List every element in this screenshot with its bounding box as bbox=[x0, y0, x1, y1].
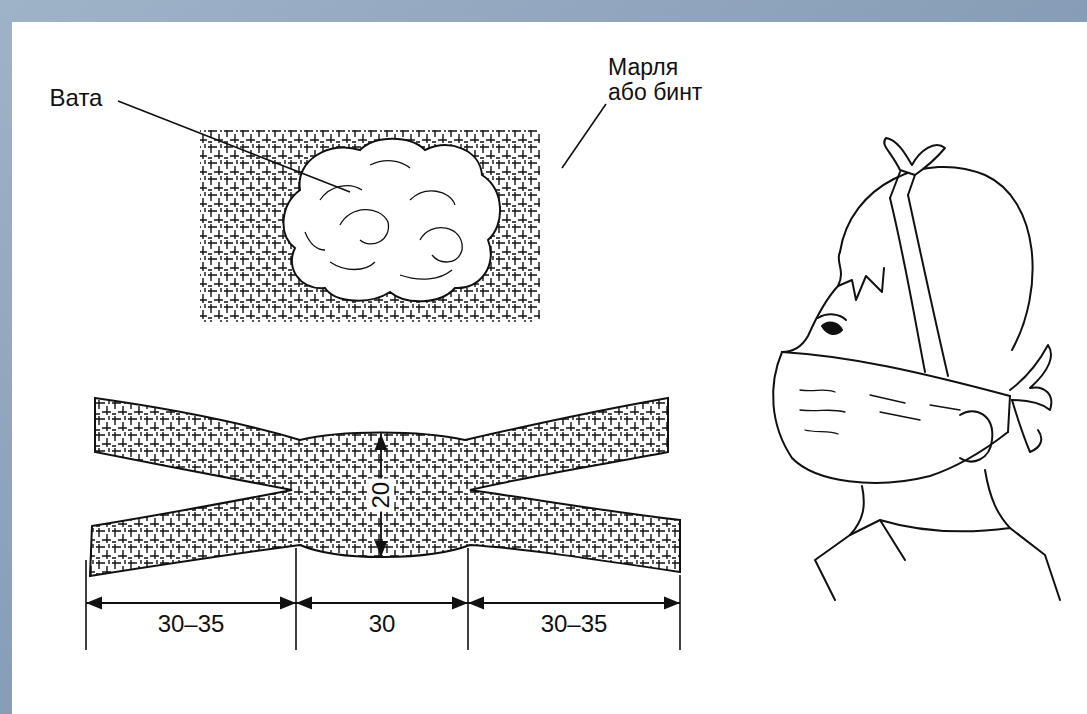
eye bbox=[822, 323, 842, 335]
collar bbox=[815, 520, 1060, 600]
dimension-value: 30 bbox=[369, 611, 396, 637]
back-ribbon bbox=[1012, 400, 1041, 452]
mask-folds bbox=[800, 390, 960, 434]
cotton-texture bbox=[305, 161, 462, 279]
head-figure bbox=[773, 138, 1060, 600]
neck-back bbox=[985, 470, 1010, 528]
mask-back bbox=[1008, 396, 1010, 432]
leader-line bbox=[118, 101, 350, 192]
dimension-lines bbox=[86, 602, 680, 604]
cotton-wool bbox=[284, 139, 501, 302]
mask-top-edge bbox=[782, 352, 1010, 396]
dimension-value: 20 bbox=[368, 479, 394, 512]
eyebrow bbox=[818, 314, 846, 320]
neck-front bbox=[850, 486, 864, 535]
ear bbox=[960, 411, 992, 461]
top-strap bbox=[890, 195, 948, 376]
white-panel bbox=[12, 22, 1087, 714]
dimension-value: 30–35 bbox=[541, 611, 608, 637]
extension-lines bbox=[86, 548, 680, 650]
leader-line bbox=[562, 104, 606, 168]
part-label: Марля або бинт bbox=[608, 55, 712, 106]
top-bow-ends bbox=[890, 172, 915, 198]
hair-fringe bbox=[838, 252, 884, 300]
face-profile bbox=[782, 286, 838, 352]
gauze-pad bbox=[200, 130, 540, 322]
back-bow bbox=[1010, 345, 1051, 410]
dimension-value: 30–35 bbox=[158, 611, 225, 637]
bandage-strip bbox=[90, 398, 680, 576]
mask bbox=[773, 352, 1008, 483]
part-label: Вата bbox=[50, 85, 103, 111]
top-bow bbox=[884, 138, 945, 175]
